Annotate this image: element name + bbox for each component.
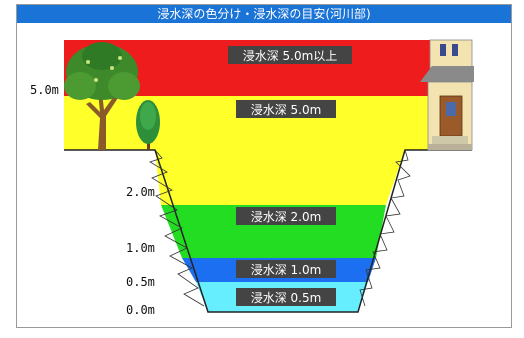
band-label-1m: 浸水深 1.0m <box>236 260 336 278</box>
depth-label-0m: 0.0m <box>126 303 155 317</box>
svg-text:浸水深 5.0m以上: 浸水深 5.0m以上 <box>243 49 338 63</box>
band-5m <box>64 96 472 205</box>
band-label-5m: 浸水深 5.0m <box>236 100 336 118</box>
left-bank-hatch <box>149 149 205 307</box>
ground-line <box>64 149 472 313</box>
house-icon <box>420 39 474 151</box>
svg-text:浸水深 1.0m: 浸水深 1.0m <box>251 263 322 277</box>
depth-label-2m: 2.0m <box>126 185 155 199</box>
band-label-05m: 浸水深 0.5m <box>236 288 336 306</box>
svg-text:浸水深 2.0m: 浸水深 2.0m <box>251 210 322 224</box>
svg-text:浸水深 0.5m: 浸水深 0.5m <box>251 291 322 305</box>
shrub-icon <box>136 100 160 150</box>
depth-label-1m: 1.0m <box>126 241 155 255</box>
diagram-title: 浸水深の色分け・浸水深の目安(河川部) <box>17 5 511 23</box>
depth-label-5m: 5.0m <box>30 83 59 97</box>
tree-icon <box>64 42 140 150</box>
right-bank-hatch <box>359 149 411 307</box>
band-label-2m: 浸水深 2.0m <box>236 207 336 225</box>
depth-label-05m: 0.5m <box>126 275 155 289</box>
band-label-over-5m: 浸水深 5.0m以上 <box>228 46 352 64</box>
svg-text:浸水深 5.0m: 浸水深 5.0m <box>251 103 322 117</box>
